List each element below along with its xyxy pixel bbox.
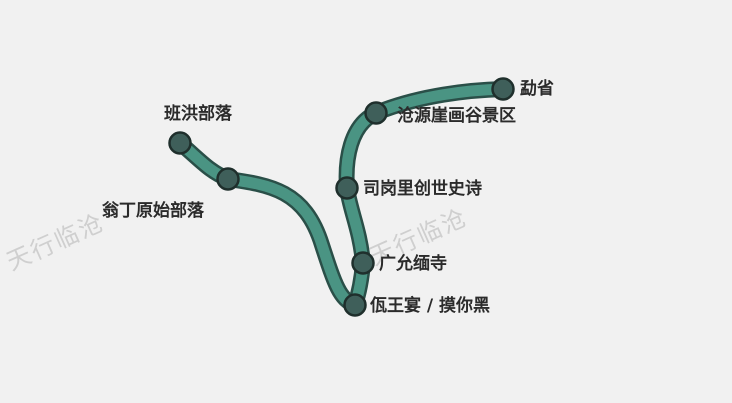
stop-label-cangyuan: 沧源崖画谷景区 [397, 106, 516, 126]
stop-marker-4 [351, 251, 375, 275]
stop-marker-6 [364, 101, 388, 125]
stop-label-guangyun: 广允缅寺 [379, 254, 447, 274]
stop-label-sigangli: 司岗里创世史诗 [363, 179, 482, 199]
stop-label-wawangyan: 佤王宴 / 摸你黑 [370, 296, 491, 316]
stop-marker-2 [216, 167, 240, 191]
stop-marker-5 [335, 176, 359, 200]
stop-marker-1 [168, 131, 192, 155]
stop-marker-3 [343, 293, 367, 317]
stop-label-wengding: 翁丁原始部落 [102, 201, 204, 221]
stop-marker-7 [491, 77, 515, 101]
stop-label-banhong: 班洪部落 [164, 104, 232, 124]
stop-label-mengsheng: 勐省 [520, 79, 554, 99]
